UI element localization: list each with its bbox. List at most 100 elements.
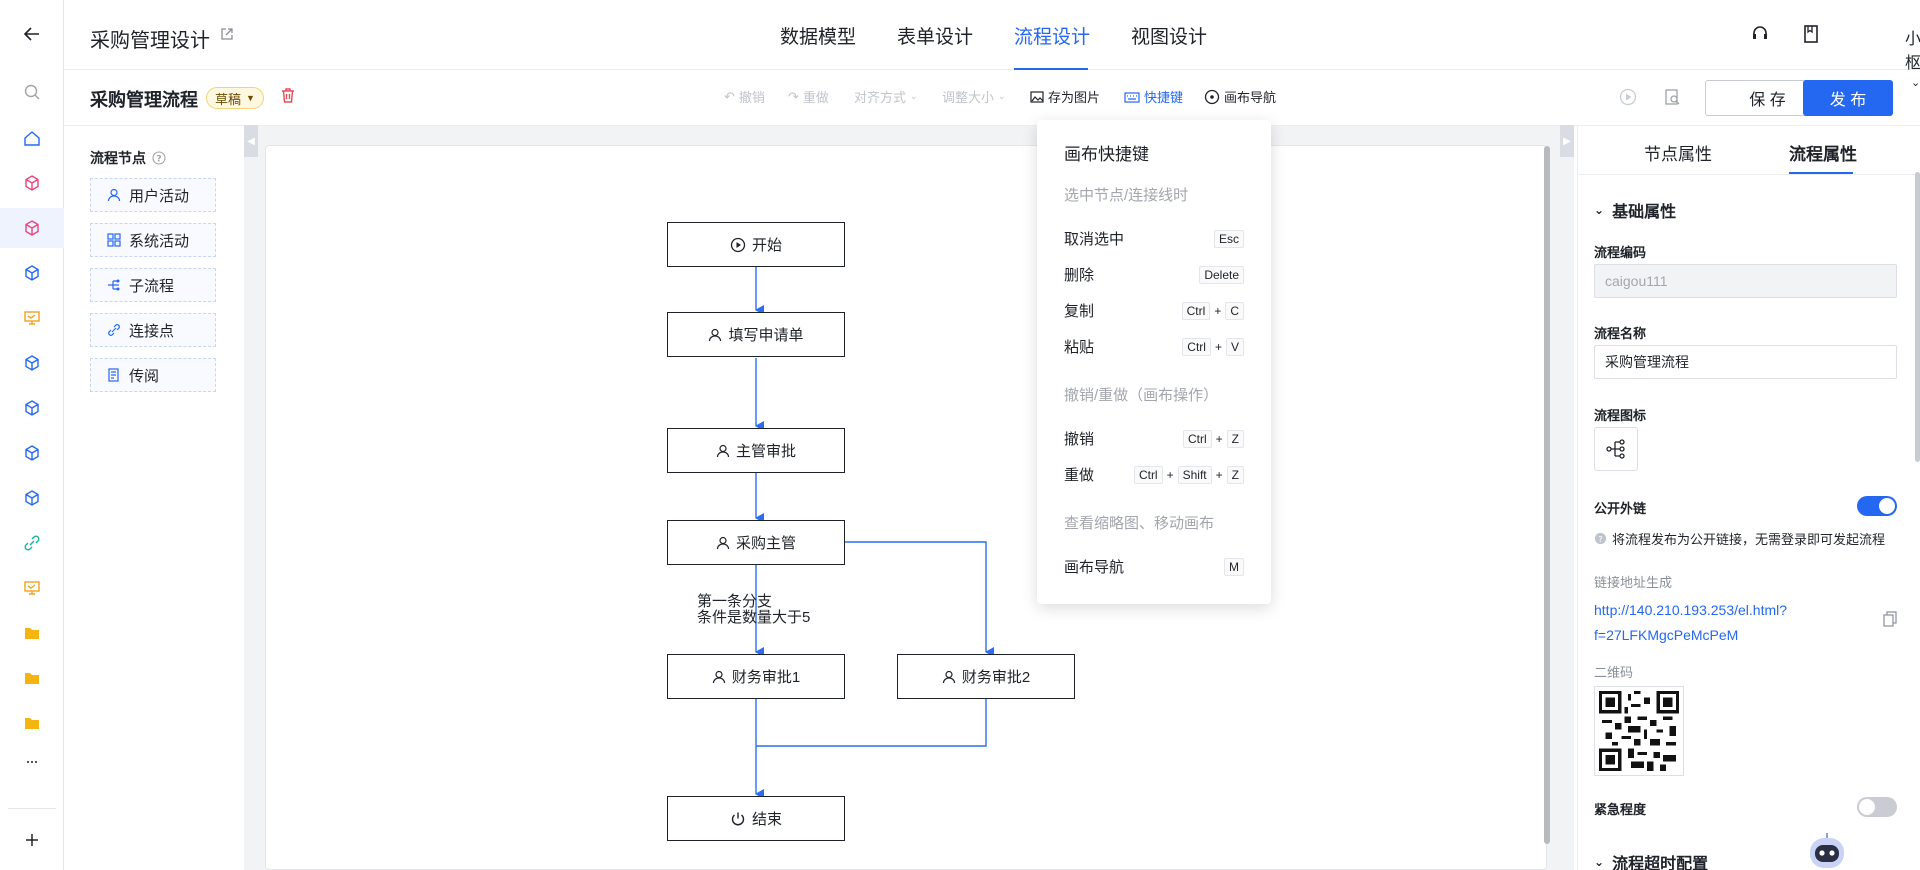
flow-node-start[interactable]: 开始 bbox=[667, 222, 845, 267]
node-label: 结束 bbox=[751, 811, 782, 828]
branch-condition-label[interactable]: 第一条分支 条件是数量大于5 bbox=[697, 594, 810, 626]
headset-icon[interactable] bbox=[1750, 24, 1770, 47]
toggle-knob bbox=[1879, 498, 1895, 514]
tab-form-design[interactable]: 表单设计 bbox=[897, 27, 974, 48]
key-cap: Esc bbox=[1213, 229, 1244, 248]
shortcuts-button[interactable]: 快捷键 bbox=[1124, 87, 1183, 106]
section-basic-header[interactable]: ⌄ 基础属性 bbox=[1594, 198, 1676, 222]
status-label: 草稿 bbox=[215, 91, 242, 107]
key-cap: V bbox=[1225, 337, 1244, 356]
branch-label-line: 第一条分支 bbox=[697, 593, 773, 610]
panel-scrollbar[interactable] bbox=[1915, 172, 1920, 462]
folder-icon[interactable] bbox=[0, 613, 64, 653]
external-link-icon[interactable] bbox=[220, 27, 234, 44]
align-dropdown[interactable]: 对齐方式⌄ bbox=[854, 87, 918, 106]
cube-icon[interactable] bbox=[0, 253, 64, 293]
flow-node-finance1[interactable]: 财务审批1 bbox=[667, 654, 845, 699]
node-palette: 流程节点 ? 用户活动 系统活动 子流程 连接点 传阅 bbox=[64, 126, 244, 870]
qrcode-label: 二维码 bbox=[1594, 665, 1634, 680]
user-menu[interactable]: 小枢 ⌄ bbox=[1905, 25, 1920, 91]
flow-icon-picker[interactable] bbox=[1594, 427, 1638, 471]
validate-icon[interactable] bbox=[1663, 88, 1681, 109]
publish-button[interactable]: 发 布 bbox=[1803, 80, 1893, 116]
tab-node-properties[interactable]: 节点属性 bbox=[1644, 145, 1712, 164]
flow-name-field[interactable]: 采购管理流程 bbox=[1594, 345, 1897, 379]
collapse-left-handle[interactable]: ◀ bbox=[244, 125, 258, 157]
folder-icon[interactable] bbox=[0, 703, 64, 743]
code-label: 流程编码 bbox=[1594, 245, 1647, 260]
palette-item-system-activity[interactable]: 系统活动 bbox=[90, 223, 216, 257]
delete-icon[interactable] bbox=[280, 87, 296, 107]
more-icon[interactable] bbox=[0, 742, 64, 782]
shortcut-label: 撤销 bbox=[1064, 431, 1095, 448]
plus-icon[interactable] bbox=[0, 820, 64, 860]
back-arrow-icon[interactable] bbox=[0, 14, 64, 54]
left-rail bbox=[0, 0, 64, 870]
collapse-right-handle[interactable]: ▶ bbox=[1560, 125, 1574, 157]
shortcut-popup-title: 画布快捷键 bbox=[1064, 145, 1149, 164]
flow-node-purchase[interactable]: 采购主管 bbox=[667, 520, 845, 565]
key-cap: Z bbox=[1226, 465, 1244, 484]
palette-item-subflow[interactable]: 子流程 bbox=[90, 268, 216, 302]
flow-node-manager[interactable]: 主管审批 bbox=[667, 428, 845, 473]
key-cap: Ctrl bbox=[1182, 337, 1211, 356]
run-icon[interactable] bbox=[1619, 88, 1637, 109]
tab-data-model[interactable]: 数据模型 bbox=[780, 27, 857, 48]
shortcut-row: 撤销 Ctrl+Z bbox=[1064, 428, 1244, 449]
save-image-button[interactable]: 存为图片 bbox=[1030, 87, 1100, 106]
url-line: f=27LFKMgcPeMcPeM bbox=[1594, 627, 1739, 643]
navigator-button[interactable]: 画布导航 bbox=[1204, 87, 1276, 106]
palette-item-user-activity[interactable]: 用户活动 bbox=[90, 178, 216, 212]
section-basic-title: 基础属性 bbox=[1612, 204, 1677, 221]
cube-icon[interactable] bbox=[0, 343, 64, 383]
search-icon[interactable] bbox=[0, 72, 64, 112]
shortcut-row: 删除 Delete bbox=[1064, 264, 1244, 285]
undo-button[interactable]: ↶撤销 bbox=[724, 87, 765, 106]
user-icon bbox=[709, 328, 722, 341]
svg-text:?: ? bbox=[156, 155, 161, 165]
url-line: http://140.210.193.253/el.html? bbox=[1594, 602, 1788, 618]
tab-view-design[interactable]: 视图设计 bbox=[1131, 27, 1208, 48]
cube-icon[interactable] bbox=[0, 478, 64, 518]
play-circle-icon bbox=[730, 237, 746, 252]
status-badge[interactable]: 草稿 ▼ bbox=[206, 87, 264, 109]
tab-flow-properties[interactable]: 流程属性 bbox=[1789, 145, 1857, 164]
canvas-scrollbar[interactable] bbox=[1544, 146, 1550, 844]
flow-node-end[interactable]: 结束 bbox=[667, 796, 845, 841]
copy-icon[interactable] bbox=[1883, 611, 1897, 630]
navigator-label: 画布导航 bbox=[1224, 90, 1277, 105]
palette-item-label: 传阅 bbox=[129, 367, 160, 385]
flow-canvas[interactable] bbox=[265, 145, 1547, 870]
tab-flow-design[interactable]: 流程设计 bbox=[1014, 27, 1091, 48]
document-icon[interactable] bbox=[1802, 24, 1820, 47]
urgency-toggle[interactable] bbox=[1857, 797, 1897, 817]
robot-assistant-icon[interactable] bbox=[1806, 832, 1848, 870]
chevron-down-icon: ⌄ bbox=[1594, 203, 1605, 217]
node-label: 主管审批 bbox=[735, 443, 796, 460]
help-icon[interactable]: ? bbox=[152, 151, 166, 165]
board-icon[interactable] bbox=[0, 568, 64, 608]
cube-icon[interactable] bbox=[0, 433, 64, 473]
flow-node-apply[interactable]: 填写申请单 bbox=[667, 312, 845, 357]
public-link-toggle[interactable] bbox=[1857, 496, 1897, 516]
shortcut-row: 重做 Ctrl+Shift+Z bbox=[1064, 464, 1244, 485]
resize-dropdown[interactable]: 调整大小⌄ bbox=[942, 87, 1006, 106]
shortcut-label: 粘贴 bbox=[1064, 339, 1095, 356]
cube-icon[interactable] bbox=[0, 163, 64, 203]
folder-icon[interactable] bbox=[0, 658, 64, 698]
flow-toolbar: 采购管理流程 草稿 ▼ ↶撤销 ↷重做 对齐方式⌄ 调整大小⌄ 存为图片 快捷键… bbox=[64, 70, 1920, 126]
palette-item-circulate[interactable]: 传阅 bbox=[90, 358, 216, 392]
link-icon[interactable] bbox=[0, 523, 64, 563]
redo-button[interactable]: ↷重做 bbox=[788, 87, 829, 106]
section-timeout-header[interactable]: ⌄ 流程超时配置 bbox=[1594, 850, 1708, 870]
flow-node-finance2[interactable]: 财务审批2 bbox=[897, 654, 1075, 699]
key-cap: Z bbox=[1226, 429, 1244, 448]
board-icon[interactable] bbox=[0, 298, 64, 338]
home-icon[interactable] bbox=[0, 118, 64, 158]
cube-icon[interactable] bbox=[0, 388, 64, 428]
cube-icon[interactable] bbox=[0, 208, 64, 248]
chevron-down-icon: ⌄ bbox=[910, 91, 918, 101]
public-link-url[interactable]: http://140.210.193.253/el.html? f=27LFKM… bbox=[1594, 598, 1787, 648]
section-timeout-title: 流程超时配置 bbox=[1612, 856, 1709, 870]
palette-item-connector[interactable]: 连接点 bbox=[90, 313, 216, 347]
